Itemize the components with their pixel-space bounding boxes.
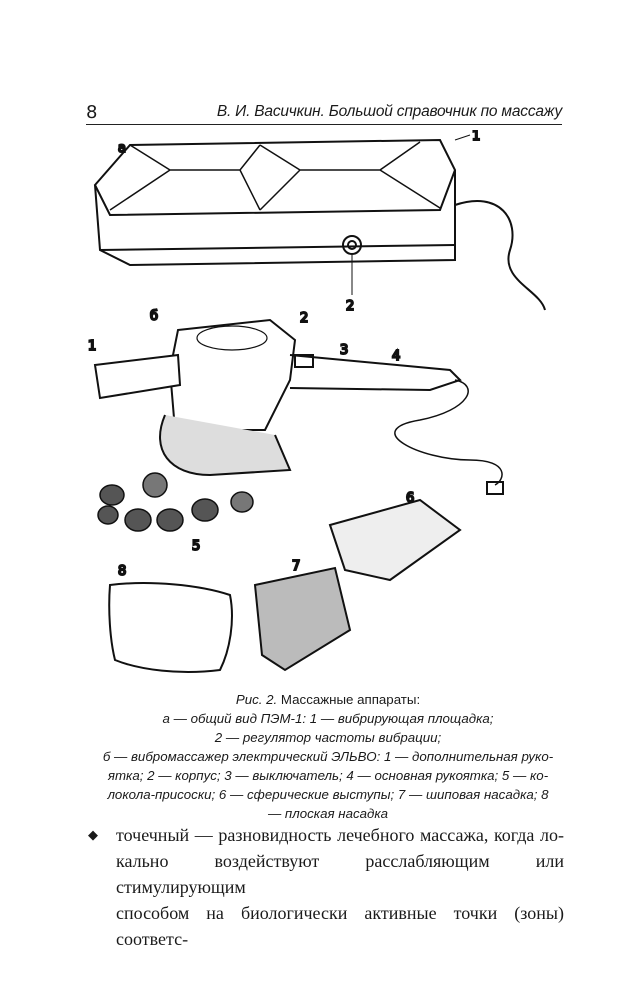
caption-title: Массажные аппараты: [280, 692, 421, 707]
caption-line: б — вибромассажер электрический ЭЛЬВО: 1… [102, 749, 554, 764]
label-b4: 4 [392, 349, 400, 364]
caption-line: — плоская насадка [267, 806, 389, 821]
label-a2: 2 [346, 299, 354, 314]
device-elvo-illustration [93, 318, 504, 495]
caption-line: а — общий вид ПЭМ-1: 1 — вибрирующая пло… [162, 711, 494, 726]
label-n7: 7 [292, 559, 300, 574]
figure-caption: Рис. 2. Массажные аппараты: а — общий ви… [78, 690, 578, 823]
body-line: кально воздействуют расслабляющим или ст… [116, 851, 564, 897]
suction-cups-illustration [97, 472, 254, 532]
label-b2: 2 [300, 311, 308, 326]
running-title: В. И. Васичкин. Большой справочник по ма… [216, 103, 562, 120]
flat-attachment-illustration [108, 582, 233, 673]
caption-line: локола-присоски; 6 — сферические выступы… [107, 787, 549, 802]
caption-line: 2 — регулятор частоты вибрации; [214, 730, 442, 745]
page-number: 8 [86, 102, 98, 123]
spherical-attachment-illustration [328, 498, 462, 582]
label-n6: 6 [406, 491, 414, 506]
label-b: б [150, 309, 158, 324]
body-line: способом на биологически активные точки … [116, 903, 564, 949]
label-n8: 8 [118, 564, 126, 579]
label-n5: 5 [192, 539, 200, 554]
device-pem1-illustration [93, 134, 546, 311]
running-header: 8 В. И. Васичкин. Большой справочник по … [86, 98, 562, 125]
caption-fig-ref: Рис. 2. [235, 692, 278, 707]
figure-massage-devices: а 1 2 б 1 2 3 4 5 [87, 130, 546, 673]
label-b1: 1 [88, 339, 96, 354]
label-b3: 3 [340, 343, 348, 358]
bullet-icon: ◆ [88, 827, 98, 842]
label-a1: 1 [472, 130, 480, 144]
body-text: ◆ точечный — разновидность лечебного мас… [88, 822, 564, 952]
body-line: точечный — разновидность лечебного масса… [116, 825, 564, 845]
caption-line: ятка; 2 — корпус; 3 — выключатель; 4 — о… [107, 768, 549, 783]
spike-attachment-illustration [253, 566, 352, 672]
label-a: а [118, 141, 126, 156]
